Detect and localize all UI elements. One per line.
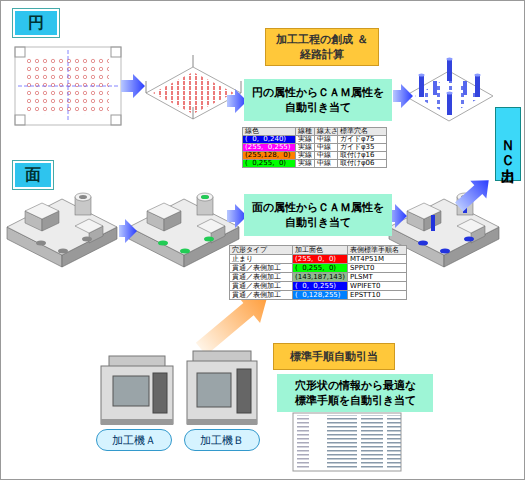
face-model-colored [201, 195, 209, 199]
machine-a-illustration [101, 366, 173, 424]
blue-hole-model [447, 92, 453, 95]
table-cell: ( 0,255, 0) [242, 159, 296, 168]
table-cell: 実線 [295, 159, 315, 168]
machine-a-illustration [101, 419, 173, 425]
face-model-colored [129, 193, 239, 267]
blue-hole-model [419, 75, 424, 97]
blue-hole-model [475, 75, 480, 97]
blue-hole-model [447, 58, 453, 61]
circle-layout-drawing [15, 47, 25, 57]
face-model-input [7, 193, 117, 267]
face-model-colored [204, 237, 214, 242]
red-hole-model [193, 107, 194, 119]
machine-a-illustration [153, 373, 167, 413]
node-text: 面 [25, 165, 41, 186]
node-text: 加工機Ｂ [200, 433, 244, 448]
circle-layout-drawing [111, 115, 121, 125]
blue-hole-model [475, 74, 481, 77]
node-text: 面の属性からＣＡＭ属性を 自動引き当て [244, 200, 392, 230]
red-hole-model [146, 67, 241, 119]
face-model-input [36, 241, 46, 246]
machine-b-illustration [237, 369, 251, 413]
red-hole-model [241, 81, 242, 93]
red-hole-model [146, 55, 241, 119]
flow-arrows [393, 84, 413, 108]
red-hole-model [193, 55, 194, 67]
flow-arrows [121, 74, 145, 98]
shape-tag: 円 [13, 9, 59, 37]
blue-hole-model [419, 74, 425, 77]
table-cell: 貫通／表側加工 [229, 290, 293, 300]
machine-b-illustration [187, 419, 257, 425]
face-model-machined [431, 215, 435, 231]
blue-hole-model [447, 59, 452, 81]
table-cell: EPSTT10 [347, 290, 407, 300]
table-cell: 取付けφ06 [337, 159, 387, 168]
face-model-machined [418, 241, 428, 246]
table-cell: 中線 [314, 159, 338, 168]
face-model-colored [180, 249, 190, 254]
circle-layout-drawing [18, 86, 118, 87]
node-text: 円の属性からＣＡＭ属性を 自動引き当て [244, 85, 392, 115]
node-text: 加工機Ａ [112, 433, 156, 448]
red-hole-model [146, 81, 147, 93]
face-model-machined [440, 249, 450, 254]
circle-layout-drawing [111, 47, 121, 57]
machine-label: 加工機Ｂ [184, 429, 260, 451]
node-text: ＮＣ出力 [499, 130, 517, 158]
machine-b-illustration [187, 351, 257, 425]
node-text: 標準手順自動引当 [290, 349, 378, 364]
node-text: 穴形状の情報から最適な 標準手順を自動引き当て [277, 378, 433, 408]
circle-layout-drawing [15, 115, 25, 125]
process-heading: 加工工程の創成 ＆経路計算 [265, 28, 379, 66]
face-model-colored [129, 193, 239, 267]
blue-hole-model [433, 81, 437, 95]
node-text: 加工工程の創成 ＆経路計算 [266, 32, 378, 62]
machine-a-illustration [113, 376, 149, 406]
blue-hole-model [463, 81, 467, 95]
process-heading: 標準手順自動引当 [273, 343, 395, 370]
face-model-input [7, 193, 117, 267]
circle-layout-drawing [15, 47, 121, 125]
procedure-list-thumbnail [293, 415, 401, 469]
node-text: 円 [28, 13, 44, 34]
process-note: 穴形状の情報から最適な 標準手順を自動引き当て [277, 374, 433, 412]
blue-hole-model [415, 77, 483, 115]
flow-arrows [119, 74, 497, 363]
flow-arrows [451, 171, 497, 216]
flow-arrows [119, 219, 137, 243]
table-cell: ( 0,128,255) [292, 290, 348, 300]
flow-arrows [451, 171, 497, 216]
blue-hole-model [447, 93, 452, 115]
machine-label: 加工機Ａ [96, 429, 172, 451]
procedure-list-thumbnail [293, 413, 401, 471]
output-box: ＮＣ出力 [495, 107, 521, 181]
circle-layout-drawing [15, 47, 121, 125]
machine-a-illustration [101, 356, 173, 425]
face-model-input [58, 249, 68, 254]
procedure-list-thumbnail [293, 413, 401, 471]
machine-b-illustration [187, 361, 257, 424]
face-model-input [82, 237, 92, 242]
face-model-colored [158, 241, 168, 246]
face-model-machined [464, 237, 474, 242]
process-note: 円の属性からＣＡＭ属性を 自動引き当て [244, 79, 392, 121]
blue-hole-model [405, 58, 493, 122]
machine-b-illustration [197, 373, 231, 407]
shape-tag: 面 [13, 161, 53, 189]
process-note: 面の属性からＣＡＭ属性を 自動引き当て [244, 194, 392, 236]
